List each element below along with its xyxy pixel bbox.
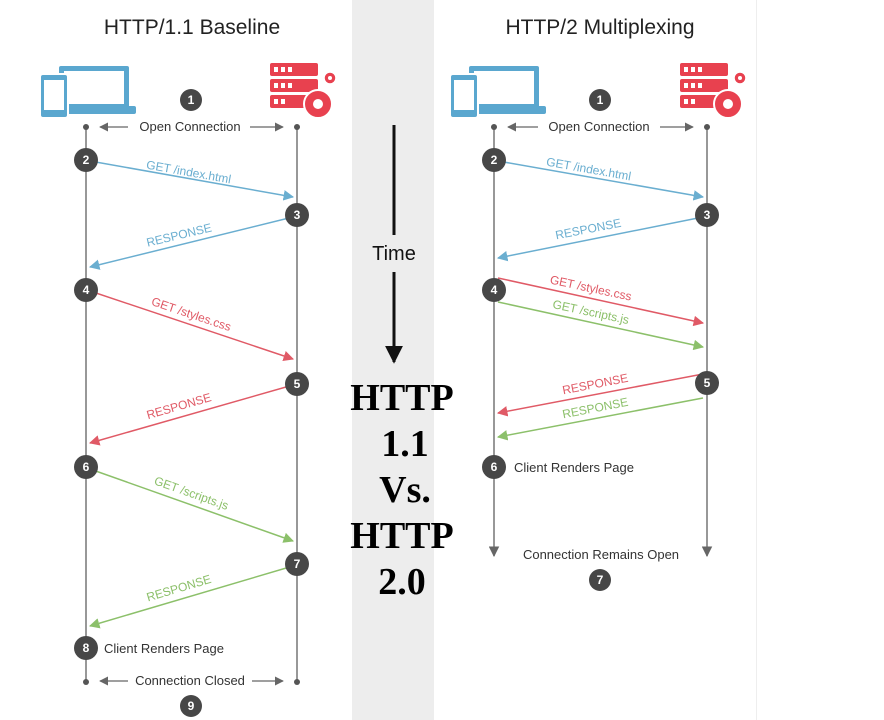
compare-line-4: HTTP <box>350 515 453 557</box>
right-client-renders-label: Client Renders Page <box>514 460 634 475</box>
svg-text:7: 7 <box>597 573 604 587</box>
right-msg-get-index <box>497 160 705 201</box>
client-device-icon <box>449 66 546 119</box>
svg-text:3: 3 <box>704 208 711 222</box>
left-msg-response-3 <box>88 565 294 629</box>
compare-line-2: 1.1 <box>381 423 429 465</box>
time-label: Time <box>372 243 416 265</box>
svg-text:6: 6 <box>83 460 90 474</box>
compare-line-5: 2.0 <box>378 561 426 603</box>
left-open-connection-label: Open Connection <box>139 119 240 134</box>
right-step-7: 7 <box>589 569 611 591</box>
right-step-2: 2 <box>482 148 506 172</box>
compare-line-1: HTTP <box>350 377 453 419</box>
svg-text:7: 7 <box>294 557 301 571</box>
left-connection-closed-label: Connection Closed <box>135 673 245 688</box>
right-step-1: 1 <box>589 89 611 111</box>
svg-text:2: 2 <box>83 153 90 167</box>
left-msg-get-styles-label: GET /styles.css <box>150 294 233 334</box>
server-icon <box>680 63 747 119</box>
svg-text:1: 1 <box>188 93 195 107</box>
svg-text:3: 3 <box>294 208 301 222</box>
left-msg-get-index <box>89 160 295 201</box>
left-step-3: 3 <box>285 203 309 227</box>
right-msg-response-2-label: RESPONSE <box>561 371 629 397</box>
right-step-6: 6 <box>482 455 506 479</box>
right-step-5: 5 <box>695 371 719 395</box>
svg-text:9: 9 <box>188 699 195 713</box>
svg-text:8: 8 <box>83 641 90 655</box>
right-msg-response-2 <box>496 373 704 417</box>
left-msg-get-scripts-label: GET /scripts.js <box>152 474 230 513</box>
left-step-5: 5 <box>285 372 309 396</box>
svg-text:2: 2 <box>491 153 498 167</box>
left-step-6: 6 <box>74 455 98 479</box>
left-msg-get-styles <box>89 290 294 361</box>
right-msg-get-styles <box>497 277 705 327</box>
right-title: HTTP/2 Multiplexing <box>505 16 694 39</box>
right-msg-response-1-label: RESPONSE <box>554 216 622 242</box>
right-edge-line <box>756 0 757 720</box>
left-step-8: 8 <box>74 636 98 660</box>
svg-text:4: 4 <box>491 283 498 297</box>
left-msg-response-2 <box>88 384 294 446</box>
svg-text:1: 1 <box>597 93 604 107</box>
left-step-2: 2 <box>74 148 98 172</box>
right-step-3: 3 <box>695 203 719 227</box>
right-msg-get-index-label: GET /index.html <box>545 155 632 184</box>
svg-text:5: 5 <box>704 376 711 390</box>
left-msg-get-scripts <box>89 468 294 543</box>
client-device-icon <box>39 66 136 119</box>
svg-text:4: 4 <box>83 283 90 297</box>
left-title: HTTP/1.1 Baseline <box>104 16 280 39</box>
right-connection-open-label: Connection Remains Open <box>523 547 679 562</box>
left-step-7: 7 <box>285 552 309 576</box>
svg-text:5: 5 <box>294 377 301 391</box>
left-step-4: 4 <box>74 278 98 302</box>
server-icon <box>270 63 337 119</box>
right-step-4: 4 <box>482 278 506 302</box>
left-client-renders-label: Client Renders Page <box>104 641 224 656</box>
left-msg-response-1 <box>88 216 294 270</box>
left-msg-get-index-label: GET /index.html <box>145 158 232 187</box>
right-msg-response-1 <box>496 216 704 262</box>
svg-text:6: 6 <box>491 460 498 474</box>
compare-line-3: Vs. <box>379 469 431 511</box>
right-msg-response-3 <box>496 397 704 441</box>
right-msg-get-scripts <box>497 301 705 351</box>
left-step-9: 9 <box>180 695 202 717</box>
right-open-connection-label: Open Connection <box>548 119 649 134</box>
left-step-1: 1 <box>180 89 202 111</box>
